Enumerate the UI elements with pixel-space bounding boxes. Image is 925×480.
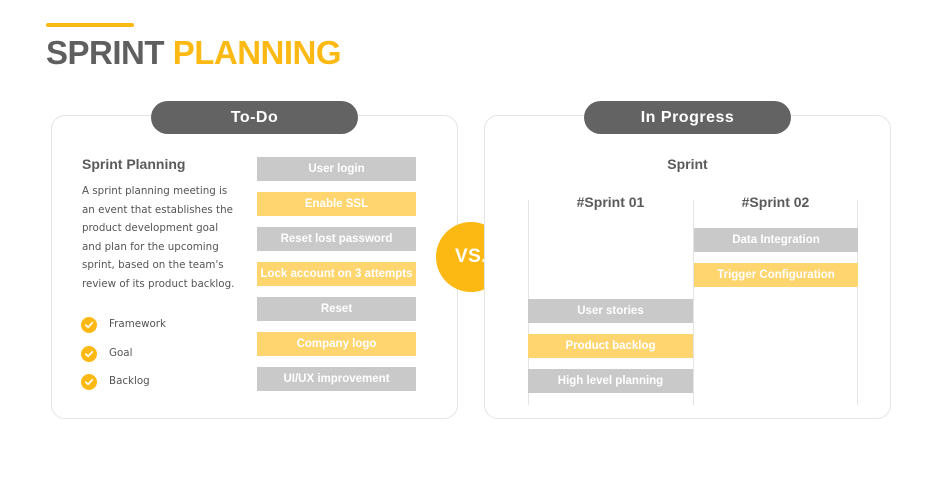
- check-icon: [81, 316, 97, 333]
- column-divider: [693, 200, 694, 405]
- sprint-02-heading: #Sprint 02: [741, 194, 810, 210]
- task-reset[interactable]: Reset: [257, 297, 416, 321]
- todo-task-list: User login Enable SSL Reset lost passwor…: [257, 157, 416, 402]
- task-ui-ux-improvement[interactable]: UI/UX improvement: [257, 367, 416, 391]
- task-product-backlog[interactable]: Product backlog: [528, 334, 693, 358]
- task-enable-ssl[interactable]: Enable SSL: [257, 192, 416, 216]
- todo-header-pill: To-Do: [151, 101, 358, 134]
- task-data-integration[interactable]: Data Integration: [694, 228, 858, 252]
- sprint-planning-description: A sprint planning meeting is an event th…: [82, 185, 235, 290]
- page-title: SPRINT PLANNING: [46, 34, 342, 72]
- task-company-logo[interactable]: Company logo: [257, 332, 416, 356]
- checklist-label: Framework: [109, 318, 166, 330]
- sprint-01-heading: #Sprint 01: [576, 194, 645, 210]
- column-divider: [857, 200, 858, 405]
- task-reset-lost-password[interactable]: Reset lost password: [257, 227, 416, 251]
- task-high-level-planning[interactable]: High level planning: [528, 369, 693, 393]
- checklist-label: Goal: [109, 347, 133, 359]
- title-word-1: SPRINT: [46, 34, 165, 71]
- task-user-login[interactable]: User login: [257, 157, 416, 181]
- check-icon: [81, 345, 97, 362]
- sprint-heading: Sprint: [667, 156, 708, 172]
- checklist-item-backlog: Backlog: [81, 373, 150, 390]
- task-lock-account[interactable]: Lock account on 3 attempts: [257, 262, 416, 286]
- check-icon: [81, 373, 97, 390]
- checklist-item-framework: Framework: [81, 316, 166, 333]
- task-trigger-configuration[interactable]: Trigger Configuration: [694, 263, 858, 287]
- sprint-planning-heading: Sprint Planning: [82, 156, 186, 172]
- in-progress-header-pill: In Progress: [584, 101, 791, 134]
- checklist-label: Backlog: [109, 375, 150, 387]
- task-user-stories[interactable]: User stories: [528, 299, 693, 323]
- checklist-item-goal: Goal: [81, 345, 132, 362]
- title-accent-line: [46, 23, 134, 27]
- title-word-2: PLANNING: [172, 34, 342, 71]
